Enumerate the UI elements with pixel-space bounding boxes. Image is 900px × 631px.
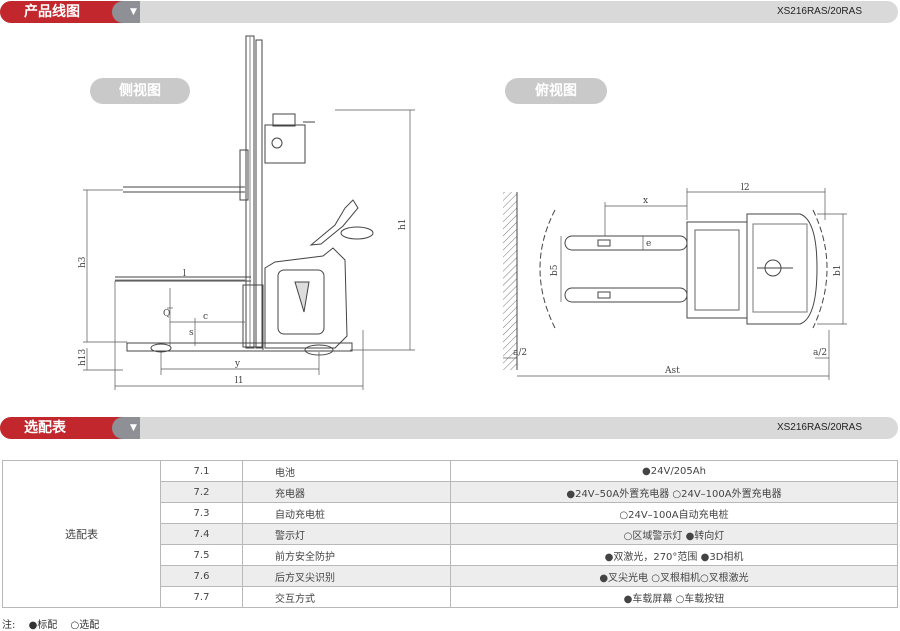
triangle-down-icon: ▼ xyxy=(130,7,137,17)
side-view-drawing: h1 h3 h13 l Q c s y l1 xyxy=(78,35,415,390)
dim-s: s xyxy=(189,328,194,338)
note-prefix: 注: xyxy=(2,620,16,631)
legend-note: 注: ●标配 ○选配 xyxy=(2,616,109,631)
dim-b5: b5 xyxy=(550,264,560,276)
row-value: ●叉尖光电 ○叉根相机○叉根激光 xyxy=(450,565,898,587)
dim-l2: l2 xyxy=(741,183,750,193)
dim-x: x xyxy=(643,196,648,206)
table-row: 7.5 前方安全防护 ●双激光，270°范围 ●3D相机 xyxy=(3,544,898,566)
dim-h3: h3 xyxy=(78,256,88,268)
row-value: ○区域警示灯 ●转向灯 xyxy=(450,523,898,545)
dim-e: e xyxy=(646,239,651,249)
options-table: 选配表 7.1 电池 ●24V/205Ah 7.2 充电器 ●24V–50A外置… xyxy=(2,460,898,608)
dim-c: c xyxy=(203,312,208,322)
table-row: 7.7 交互方式 ●车载屏幕 ○车载按钮 xyxy=(3,586,898,608)
dim-h1: h1 xyxy=(398,218,408,230)
row-value: ●24V–50A外置充电器 ○24V–100A外置充电器 xyxy=(450,481,898,503)
row-feature: 电池 xyxy=(242,460,451,482)
dim-l: l xyxy=(183,269,186,279)
group-label: 选配表 xyxy=(2,460,161,608)
dim-a2-left: a/2 xyxy=(513,348,527,358)
table-row: 7.6 后方叉尖识别 ●叉尖光电 ○叉根相机○叉根激光 xyxy=(3,565,898,587)
row-number: 7.3 xyxy=(160,502,243,524)
dim-h13: h13 xyxy=(78,348,88,366)
tab-wedge xyxy=(112,1,140,23)
row-number: 7.5 xyxy=(160,544,243,566)
row-feature: 交互方式 xyxy=(242,586,451,608)
row-feature: 充电器 xyxy=(242,481,451,503)
table-row: 选配表 7.1 电池 ●24V/205Ah xyxy=(2,460,898,608)
top-view-label: 俯视图 xyxy=(505,78,607,104)
dim-l1: l1 xyxy=(235,376,244,386)
row-value: ○24V–100A自动充电桩 xyxy=(450,502,898,524)
section-header-drawings: 产品线图 ▼ XS216RAS/20RAS xyxy=(0,1,898,23)
dim-q: Q xyxy=(163,309,170,319)
tab-wedge xyxy=(112,417,140,439)
table-row: 7.2 充电器 ●24V–50A外置充电器 ○24V–100A外置充电器 xyxy=(3,481,898,503)
row-value: ●24V/205Ah xyxy=(450,460,898,482)
dim-y: y xyxy=(234,359,241,369)
row-feature: 前方安全防护 xyxy=(242,544,451,566)
row-value: ●车载屏幕 ○车载按钮 xyxy=(450,586,898,608)
top-view-drawing: l2 x e b5 b1 a/2 a/2 Ast xyxy=(503,183,847,380)
row-number: 7.6 xyxy=(160,565,243,587)
section-title: 产品线图 xyxy=(0,1,140,23)
row-number: 7.2 xyxy=(160,481,243,503)
model-label: XS216RAS/20RAS xyxy=(776,422,862,433)
row-number: 7.7 xyxy=(160,586,243,608)
dim-ast: Ast xyxy=(664,366,680,376)
row-number: 7.1 xyxy=(160,460,243,482)
row-feature: 警示灯 xyxy=(242,523,451,545)
note-standard: ●标配 xyxy=(28,620,58,631)
dim-a2-right: a/2 xyxy=(813,348,827,358)
dim-b1: b1 xyxy=(833,265,843,277)
table-row: 7.4 警示灯 ○区域警示灯 ●转向灯 xyxy=(3,523,898,545)
row-value: ●双激光，270°范围 ●3D相机 xyxy=(450,544,898,566)
triangle-down-icon: ▼ xyxy=(130,423,137,433)
model-label: XS216RAS/20RAS xyxy=(776,6,862,17)
row-feature: 后方叉尖识别 xyxy=(242,565,451,587)
note-optional: ○选配 xyxy=(70,620,100,631)
row-number: 7.4 xyxy=(160,523,243,545)
table-row: 7.3 自动充电桩 ○24V–100A自动充电桩 xyxy=(3,502,898,524)
side-view-label: 侧视图 xyxy=(90,78,190,104)
section-header-options: 选配表 ▼ XS216RAS/20RAS xyxy=(0,417,898,439)
section-title: 选配表 xyxy=(0,417,140,439)
row-feature: 自动充电桩 xyxy=(242,502,451,524)
